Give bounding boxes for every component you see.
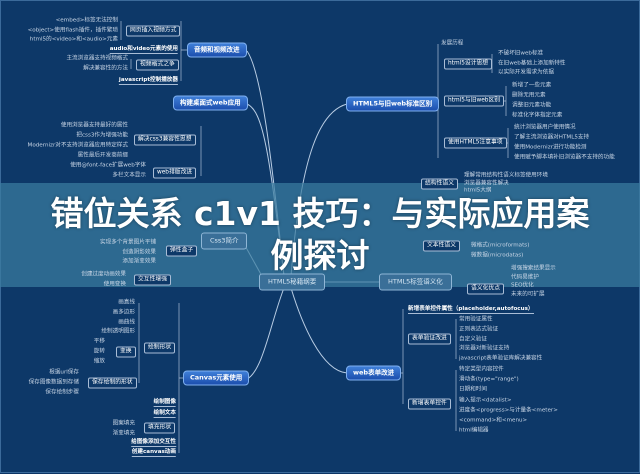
leaf-item: 使用@font-face扩展web字体 bbox=[70, 162, 146, 169]
leaf-item: <object>使用flash插件，插件繁琐 bbox=[27, 27, 118, 33]
leaf-item: 微数据(microdatas) bbox=[471, 252, 524, 259]
title-banner: 错位关系 c1v1 技巧：与实际应用案例探讨 bbox=[0, 183, 640, 287]
node-history: 发展历程 bbox=[441, 40, 464, 47]
leaf-item: <command>和<menu> bbox=[459, 417, 528, 424]
node-css3-compat[interactable]: 解决css3兼容性思想 bbox=[134, 134, 196, 146]
leaf-item: 创造阴影效果 bbox=[122, 249, 156, 255]
node-interaction: 给图像添加交互性 bbox=[131, 439, 176, 447]
node-new-controls[interactable]: 新增表单控件 bbox=[408, 398, 451, 410]
leaf-item: 代码易维护 bbox=[511, 274, 539, 280]
node-validation[interactable]: 表单验证改进 bbox=[408, 333, 451, 345]
leaf-item: 浏览器兼容性解决 bbox=[464, 180, 509, 186]
node-textual[interactable]: 文本性语义 bbox=[423, 240, 460, 252]
node-transform[interactable]: 变换 bbox=[116, 346, 136, 358]
leaf-item: 在旧web基础上添加新特性 bbox=[498, 60, 566, 67]
leaf-item: 理解常用结构性语义标签使用环境 bbox=[464, 172, 548, 179]
node-notes[interactable]: 使用HTML5注意事项 bbox=[444, 137, 507, 149]
leaf-item: 使用浏览器支持最好的属性 bbox=[60, 122, 128, 129]
node-save-shapes[interactable]: 保存绘制的形状 bbox=[88, 377, 137, 389]
node-flexbox[interactable]: 弹性盒子 bbox=[166, 245, 198, 257]
leaf-item: 根据url保存 bbox=[49, 369, 79, 376]
node-js-player: javascript控制播放器 bbox=[118, 77, 178, 85]
leaf-item: 自定义验证 bbox=[459, 336, 487, 343]
leaf-item: 微格式(microformats) bbox=[471, 242, 530, 249]
leaf-item: html5的<video>和<audio>元素 bbox=[29, 36, 118, 43]
node-typography[interactable]: web排版改进 bbox=[153, 167, 197, 179]
leaf-item: 画直线 bbox=[118, 299, 135, 306]
leaf-item: 浏览器对新验证支持 bbox=[459, 345, 510, 352]
node-advantages[interactable]: 语义化优点 bbox=[467, 283, 504, 295]
leaf-item: 删除无用元素 bbox=[512, 92, 546, 99]
node-draw-image: 绘制图像 bbox=[153, 399, 176, 407]
node-video-formats[interactable]: 视频格式之争 bbox=[136, 59, 179, 71]
node-design[interactable]: html5设计思想 bbox=[444, 58, 493, 70]
leaf-item: 以实际开发需求为依据 bbox=[498, 69, 554, 76]
leaf-item: 保存图像数据到存储 bbox=[28, 379, 79, 386]
leaf-item: 调整旧元素功能 bbox=[512, 102, 552, 109]
node-new-attrs: 新增表单控件属性（placeholder,autofocus） bbox=[408, 306, 534, 314]
leaf-item: 不破坏旧web标准 bbox=[498, 50, 544, 57]
branch-css3: Css3简介 bbox=[201, 232, 248, 250]
leaf-item: 把css3作为增强功能 bbox=[76, 132, 128, 139]
leaf-item: html5大纲 bbox=[464, 187, 492, 194]
branch-desktop-web[interactable]: 构建桌面式web应用 bbox=[173, 95, 248, 111]
leaf-item: 进度条<progress>与计量条<meter> bbox=[459, 407, 558, 414]
leaf-item: 实现多个背景图片平铺 bbox=[100, 239, 156, 246]
leaf-item: 图案填充 bbox=[112, 420, 135, 427]
node-fill-shapes[interactable]: 填充形状 bbox=[144, 422, 176, 434]
leaf-item: 了解主流浏览器对HTML5支持 bbox=[514, 134, 590, 141]
leaf-item: 正则表达式验证 bbox=[459, 326, 499, 333]
branch-canvas[interactable]: Canvas元素使用 bbox=[183, 370, 250, 386]
leaf-item: 新增了一些元素 bbox=[512, 82, 552, 89]
leaf-item: 常用验证属性 bbox=[459, 316, 493, 323]
leaf-item: 绘制透明图形 bbox=[101, 328, 135, 335]
leaf-item: 特定类型内容控件 bbox=[459, 366, 504, 373]
leaf-item: 日期和时间 bbox=[459, 386, 487, 393]
leaf-item: 属性最后开发商前缀 bbox=[77, 152, 128, 159]
node-differences[interactable]: html5与旧web区别 bbox=[444, 95, 505, 107]
leaf-item: 滑动条(type="range") bbox=[459, 376, 519, 383]
node-av-elements: audio和video元素的使用 bbox=[109, 46, 178, 54]
leaf-item: 主流浏览器支持视频格式 bbox=[66, 55, 128, 62]
node-embed-methods[interactable]: 网页插入视频方式 bbox=[126, 25, 181, 37]
page-title: 错位关系 c1v1 技巧：与实际应用案例探讨 bbox=[50, 194, 590, 275]
leaf-item: javascript表单验证库解决兼容性 bbox=[459, 355, 543, 362]
node-draw-text: 绘制文本 bbox=[153, 410, 176, 418]
leaf-item: 旋转 bbox=[93, 348, 105, 355]
leaf-item: 缩放 bbox=[93, 358, 105, 365]
node-interactivity[interactable]: 交互性增强 bbox=[134, 274, 171, 286]
leaf-item: 使用变换 bbox=[103, 281, 126, 288]
leaf-item: 添加渐变效果 bbox=[122, 258, 156, 265]
leaf-item: 多栏文本显示 bbox=[112, 172, 146, 179]
node-structural[interactable]: 结构性语义 bbox=[421, 178, 458, 190]
branch-audio-video[interactable]: 音频和视频改进 bbox=[187, 42, 247, 58]
leaf-item: 平移 bbox=[93, 338, 105, 345]
leaf-item: 统计浏览器用户使用情况 bbox=[514, 124, 576, 131]
leaf-item: 解决兼容性的方法 bbox=[83, 65, 128, 72]
leaf-item: 标准化字体指定元素 bbox=[512, 112, 563, 119]
branch-semantic: HTML5标签语义化 bbox=[379, 273, 452, 291]
leaf-item: 使用赋予脚本填补旧浏览器不支持的功能 bbox=[514, 154, 615, 161]
leaf-item: <embed>标签无法控制 bbox=[55, 17, 118, 24]
leaf-item: 渐变填充 bbox=[112, 430, 135, 437]
leaf-item: 增强搜索结果显示 bbox=[511, 265, 556, 272]
leaf-item: 未来的可扩展 bbox=[511, 291, 545, 297]
branch-web-forms[interactable]: web表单改进 bbox=[346, 365, 402, 381]
leaf-item: 保存绘制步骤 bbox=[45, 389, 79, 396]
leaf-item: 使用Modernizr进行功能检测 bbox=[514, 144, 587, 151]
leaf-item: 画多边形 bbox=[112, 309, 135, 316]
node-draw-shapes[interactable]: 绘制形状 bbox=[144, 342, 176, 354]
leaf-item: 画曲线 bbox=[118, 319, 135, 326]
branch-html5-diff[interactable]: HTML5与旧web标准区别 bbox=[346, 96, 440, 112]
leaf-item: html编辑器 bbox=[459, 427, 489, 434]
node-animation: 创建canvas动画 bbox=[131, 449, 176, 457]
leaf-item: Modernizr对不支持浏览器应用特定样式 bbox=[27, 142, 129, 149]
center-node: HTML5秘籍纲要 bbox=[259, 273, 326, 291]
leaf-item: 创建过度动画效果 bbox=[81, 271, 126, 278]
leaf-item: 输入提示<datalist> bbox=[459, 397, 512, 404]
leaf-item: SEO优化 bbox=[511, 282, 534, 289]
